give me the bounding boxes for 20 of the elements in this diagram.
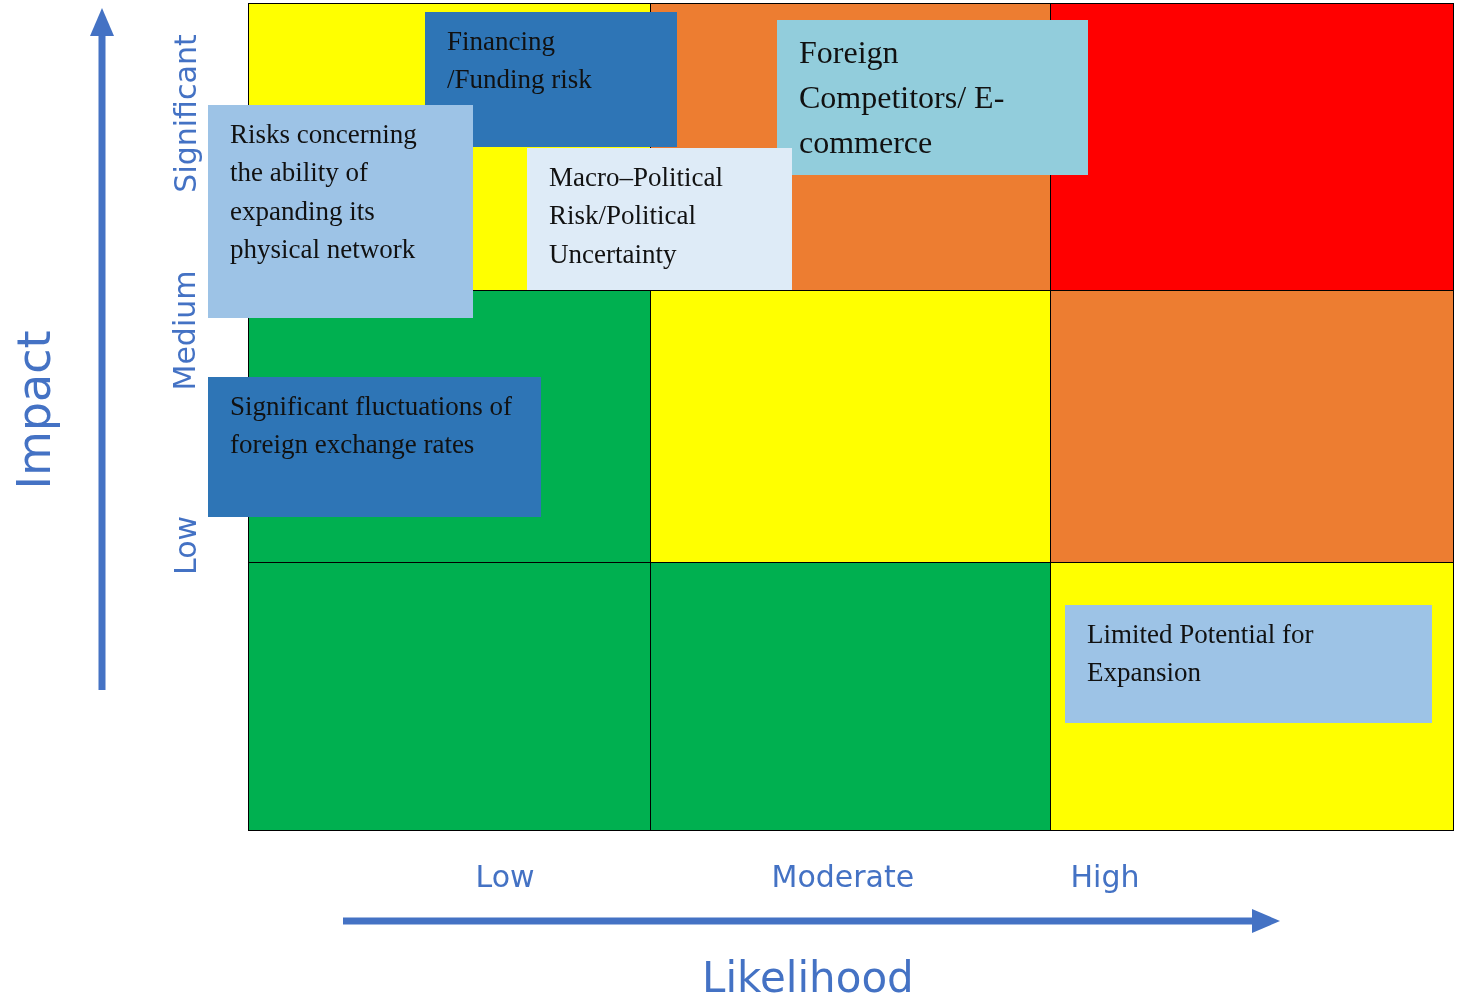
axis-tick-label: Medium [167, 270, 203, 390]
axis-tick-label: Moderate [771, 858, 915, 894]
risk-text: Risks concerning the ability of expanding its physical network [230, 118, 418, 266]
risk-text: Foreign Competitors/ E-commerce [799, 33, 1006, 162]
risk-box [1065, 605, 1432, 723]
axis-tick-label: Significant [167, 33, 203, 193]
risk-box [208, 105, 473, 318]
risk-box [527, 148, 792, 290]
axis-tick-label: High [1070, 858, 1140, 894]
risk-text: Limited Potential for Expansion [1087, 618, 1315, 690]
axis-tick-label: Low [475, 858, 535, 894]
risk-text: Significant fluctuations of foreign exchange rates [230, 390, 513, 462]
axis-title: Impact [6, 330, 61, 490]
risk-box [777, 20, 1088, 175]
risk-box [208, 377, 541, 517]
axis-tick-label: Low [167, 515, 203, 575]
risk-text: Macro–Political Risk/Political Uncertainty [549, 161, 724, 271]
risk-text: Financing /Funding risk [447, 25, 593, 97]
axis-title: Likelihood [702, 952, 914, 1002]
risk-box [425, 12, 677, 147]
